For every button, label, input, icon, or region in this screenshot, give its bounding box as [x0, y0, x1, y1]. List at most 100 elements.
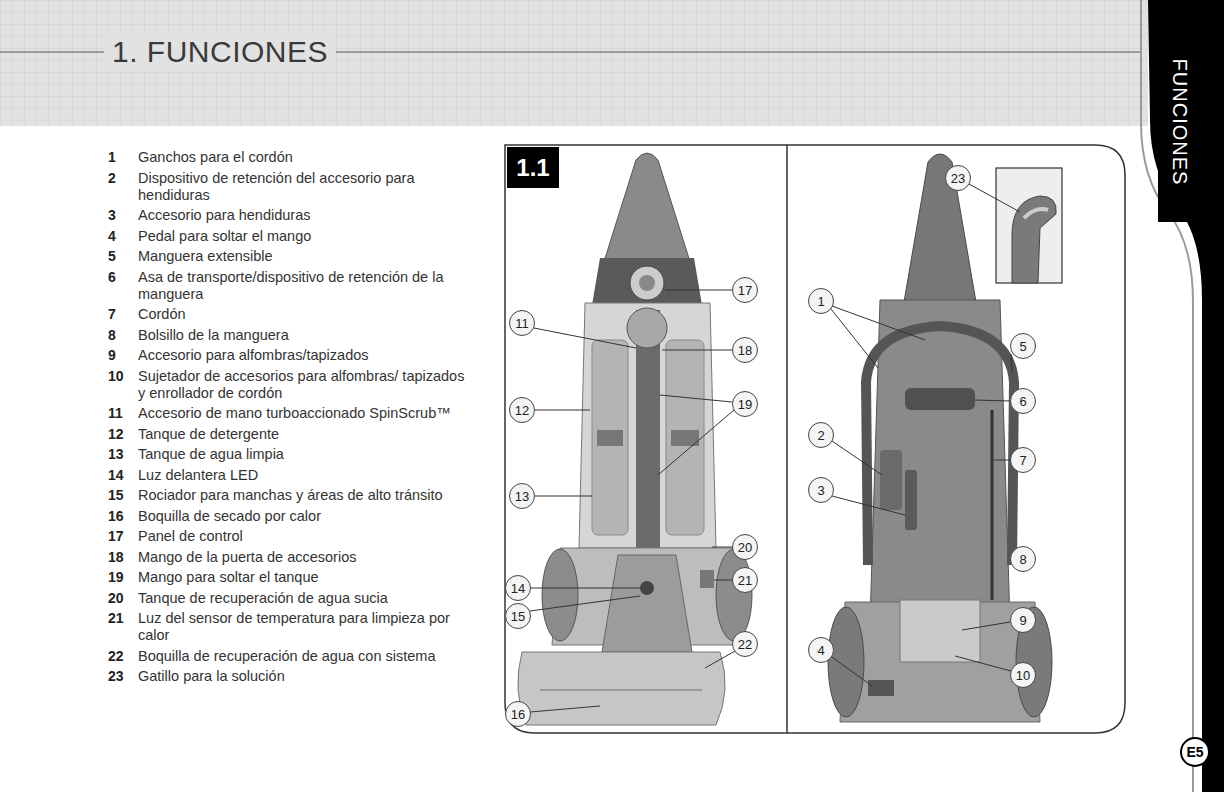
- back-view-illustration: [828, 154, 1062, 722]
- callout-number-text: 14: [511, 581, 525, 596]
- part-number: 15: [108, 487, 138, 504]
- parts-list-row: 8Bolsillo de la manguera: [108, 327, 488, 344]
- callout-number-text: 3: [817, 483, 824, 498]
- callout-number-text: 22: [738, 637, 752, 652]
- callout-number-text: 4: [817, 643, 824, 658]
- parts-list-row: 11Accesorio de mano turboaccionado SpinS…: [108, 405, 488, 422]
- part-number: 1: [108, 149, 138, 166]
- callout-number: 21: [732, 567, 758, 593]
- part-name: Mango de la puerta de accesorios: [138, 549, 473, 566]
- parts-list-row: 20Tanque de recuperación de agua sucia: [108, 590, 488, 607]
- part-name: Luz del sensor de temperatura para limpi…: [138, 610, 473, 644]
- callout-number: 19: [732, 391, 758, 417]
- parts-list-row: 18Mango de la puerta de accesorios: [108, 549, 488, 566]
- parts-list-row: 23Gatillo para la solución: [108, 668, 488, 685]
- part-number: 14: [108, 467, 138, 484]
- callout-number-text: 18: [738, 343, 752, 358]
- callout-number: 2: [808, 422, 834, 448]
- page-number-text: E5: [1186, 744, 1203, 760]
- part-number: 23: [108, 668, 138, 685]
- part-number: 11: [108, 405, 138, 422]
- callout-number-text: 6: [1019, 394, 1026, 409]
- callout-number-text: 1: [817, 294, 824, 309]
- part-number: 2: [108, 170, 138, 204]
- header-band: [0, 0, 1148, 126]
- callout-number-text: 23: [951, 171, 965, 186]
- leader-lines: [530, 184, 1020, 712]
- part-name: Gatillo para la solución: [138, 668, 473, 685]
- part-number: 5: [108, 248, 138, 265]
- part-name: Boquilla de secado por calor: [138, 508, 473, 525]
- side-tab: FUNCIONES: [1158, 22, 1200, 222]
- callout-number: 16: [505, 701, 531, 727]
- figure-divider: [786, 145, 788, 733]
- part-name: Asa de transporte/dispositivo de retenci…: [138, 269, 473, 303]
- part-number: 4: [108, 228, 138, 245]
- parts-list-row: 1Ganchos para el cordón: [108, 149, 488, 166]
- figure-number-box-text: 1.1: [516, 154, 549, 182]
- callout-number-text: 16: [511, 707, 525, 722]
- callout-number: 6: [1010, 388, 1036, 414]
- callout-number: 11: [509, 310, 535, 336]
- parts-list-row: 6Asa de transporte/dispositivo de retenc…: [108, 269, 488, 303]
- callout-number-text: 21: [738, 573, 752, 588]
- callout-number: 14: [505, 575, 531, 601]
- side-tab-text: FUNCIONES: [1168, 59, 1191, 186]
- callout-number: 18: [732, 337, 758, 363]
- part-number: 21: [108, 610, 138, 644]
- part-name: Accesorio para hendiduras: [138, 207, 473, 224]
- callout-number: 22: [732, 631, 758, 657]
- part-name: Tanque de agua limpia: [138, 446, 473, 463]
- parts-list-row: 15Rociador para manchas y áreas de alto …: [108, 487, 488, 504]
- part-number: 13: [108, 446, 138, 463]
- part-name: Luz delantera LED: [138, 467, 473, 484]
- callout-number-text: 15: [511, 609, 525, 624]
- parts-list-row: 13Tanque de agua limpia: [108, 446, 488, 463]
- part-number: 20: [108, 590, 138, 607]
- part-number: 6: [108, 269, 138, 303]
- callout-number: 12: [509, 397, 535, 423]
- callout-number-text: 12: [515, 403, 529, 418]
- part-name: Tanque de detergente: [138, 426, 473, 443]
- callout-number-text: 13: [515, 489, 529, 504]
- parts-list-row: 5Manguera extensible: [108, 248, 488, 265]
- callout-number: 4: [808, 637, 834, 663]
- figure-frame: [505, 145, 1125, 733]
- side-tab-shape: [1148, 0, 1224, 792]
- figure-number-box: 1.1: [507, 147, 559, 188]
- callout-number: 7: [1010, 447, 1036, 473]
- part-name: Rociador para manchas y áreas de alto tr…: [138, 487, 473, 504]
- parts-list-row: 10Sujetador de accesorios para alfombras…: [108, 368, 488, 402]
- parts-list-row: 9Accesorio para alfombras/tapizados: [108, 347, 488, 364]
- parts-list-row: 2Dispositivo de retención del accesorio …: [108, 170, 488, 204]
- parts-list-row: 17Panel de control: [108, 528, 488, 545]
- part-number: 7: [108, 306, 138, 323]
- part-name: Mango para soltar el tanque: [138, 569, 473, 586]
- parts-list-row: 21Luz del sensor de temperatura para lim…: [108, 610, 488, 644]
- callout-number: 13: [509, 483, 535, 509]
- callout-number-text: 17: [738, 283, 752, 298]
- part-number: 10: [108, 368, 138, 402]
- callout-number-text: 2: [817, 428, 824, 443]
- callout-number: 10: [1010, 662, 1036, 688]
- parts-list-row: 3Accesorio para hendiduras: [108, 207, 488, 224]
- callout-number: 9: [1010, 607, 1036, 633]
- part-name: Sujetador de accesorios para alfombras/ …: [138, 368, 473, 402]
- callout-number: 20: [732, 534, 758, 560]
- part-number: 12: [108, 426, 138, 443]
- callout-number-text: 9: [1019, 613, 1026, 628]
- callout-number: 1: [808, 288, 834, 314]
- parts-list-row: 19Mango para soltar el tanque: [108, 569, 488, 586]
- part-number: 8: [108, 327, 138, 344]
- parts-list-row: 16Boquilla de secado por calor: [108, 508, 488, 525]
- callout-number: 23: [945, 165, 971, 191]
- callout-number-text: 5: [1019, 339, 1026, 354]
- part-number: 16: [108, 508, 138, 525]
- part-number: 17: [108, 528, 138, 545]
- callout-number-text: 11: [515, 316, 529, 331]
- part-name: Accesorio de mano turboaccionado SpinScr…: [138, 405, 473, 422]
- part-number: 19: [108, 569, 138, 586]
- part-name: Manguera extensible: [138, 248, 473, 265]
- part-name: Accesorio para alfombras/tapizados: [138, 347, 473, 364]
- parts-list-row: 12Tanque de detergente: [108, 426, 488, 443]
